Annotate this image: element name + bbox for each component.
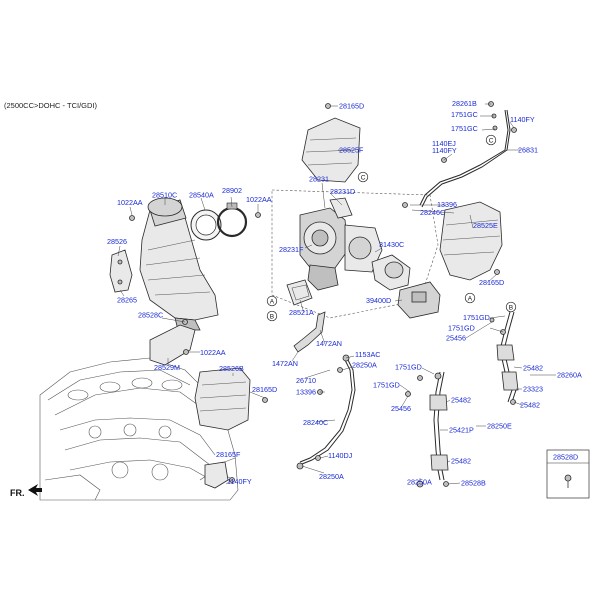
- svg-text:C: C: [489, 138, 494, 145]
- manifold-bracket-drawing: [109, 249, 133, 293]
- part-label: 1140EJ: [432, 139, 456, 148]
- bolt-icon: [129, 215, 135, 221]
- svg-text:A: A: [270, 299, 275, 306]
- part-label: 28525F: [339, 146, 364, 155]
- part-label: 1751GC: [451, 110, 478, 119]
- callout-a-right: A: [464, 292, 476, 304]
- part-label: 25421P: [449, 426, 474, 435]
- part-label: 1022AA: [200, 348, 226, 357]
- part-label: 13396: [437, 200, 457, 209]
- part-label: 1153AC: [355, 350, 380, 359]
- v-band-clamp-drawing: [216, 202, 248, 238]
- part-label: 28250A: [407, 478, 432, 487]
- part-label: 25482: [451, 457, 471, 466]
- right-heat-shield-drawing: [439, 201, 503, 281]
- part-label: 1751GD: [373, 381, 400, 390]
- part-label: 28260A: [557, 371, 582, 380]
- front-direction-arrow-icon: [28, 484, 42, 496]
- part-label: 28540A: [189, 191, 214, 200]
- callout-b-left: B: [266, 310, 278, 322]
- part-label: 25482: [523, 364, 543, 373]
- part-label: 28165D: [252, 385, 277, 394]
- upper-heat-shield-drawing: [301, 103, 361, 183]
- part-label: 1022AA: [117, 198, 143, 207]
- part-label: 28240C: [303, 418, 328, 427]
- bolt-icon: [255, 212, 261, 218]
- part-label: 28525E: [473, 221, 498, 230]
- engine-block-drawing: [39, 357, 239, 501]
- part-label: 28902: [222, 186, 242, 195]
- coolant-hose-right-drawing: [489, 311, 519, 405]
- part-label: 1140FY: [432, 146, 457, 155]
- part-label: 1751GC: [451, 124, 478, 133]
- oil-return-hose-drawing: [293, 311, 356, 470]
- part-label: 28231D: [330, 187, 355, 196]
- part-label: 25482: [451, 396, 471, 405]
- leader-lines: [117, 103, 556, 485]
- part-label: 1751GD: [395, 363, 422, 372]
- part-number-labels: 28165D 28525F 28231 28231D 28231F 28510C…: [107, 99, 582, 488]
- part-label: 25456: [391, 404, 411, 413]
- part-label: 13396: [296, 388, 316, 397]
- part-label: 39400D: [366, 296, 391, 305]
- part-label: 28165F: [216, 450, 241, 459]
- callout-c-top-right: C: [485, 134, 497, 146]
- part-label: 28165D: [339, 102, 364, 111]
- bolt-icon: [564, 474, 572, 482]
- gasket-ring-drawing: [190, 209, 222, 241]
- part-label: 23323: [523, 385, 543, 394]
- part-label: 1140FY: [227, 477, 252, 486]
- part-label: 28250A: [319, 472, 344, 481]
- callout-b-right: B: [505, 301, 517, 313]
- part-label: 28246C: [420, 208, 445, 217]
- part-label: 28250E: [487, 422, 512, 431]
- part-label: 1022AA: [246, 195, 272, 204]
- part-label: 1140DJ: [328, 451, 353, 460]
- part-label: 1751GD: [448, 324, 475, 333]
- part-label: 28261B: [452, 99, 477, 108]
- part-label: 28529M: [154, 363, 180, 372]
- callout-c-center: C: [357, 171, 369, 183]
- intake-pipe-drawing: [371, 254, 411, 291]
- legend-box-28528D: 28528D: [546, 449, 590, 499]
- svg-text:B: B: [509, 305, 513, 312]
- part-label: 26710: [296, 376, 316, 385]
- turbocharger-drawing: [299, 197, 383, 291]
- coolant-hose-center-drawing: [405, 371, 449, 488]
- part-label: 28250A: [352, 361, 377, 370]
- part-label: 28165D: [479, 278, 504, 287]
- part-label: 26831: [518, 146, 538, 155]
- part-label: 25482: [520, 401, 540, 410]
- part-label: 31430C: [379, 240, 404, 249]
- part-label: 28521A: [289, 308, 314, 317]
- svg-text:C: C: [361, 175, 366, 182]
- engine-spec-header: (2500CC>DOHC - TCI/GDI): [4, 101, 98, 110]
- part-label: 1472AN: [316, 339, 342, 348]
- turbo-gasket-plate-drawing: [286, 279, 313, 306]
- electric-actuator-drawing: [397, 281, 441, 319]
- svg-text:B: B: [270, 314, 274, 321]
- part-label: 1472AN: [272, 359, 298, 368]
- part-label: 28528B: [461, 479, 486, 488]
- svg-text:A: A: [468, 296, 473, 303]
- lower-heat-shield-drawing: [194, 367, 268, 431]
- part-label: 1140FY: [510, 115, 535, 124]
- part-label: 28265: [117, 296, 137, 305]
- part-label: 28231: [309, 175, 329, 184]
- part-label: 28528C: [138, 311, 163, 320]
- legend-box-title: 28528D: [553, 453, 578, 462]
- front-direction-label: FR.: [10, 488, 25, 498]
- part-label: 28526: [107, 237, 127, 246]
- part-label: 28231F: [279, 245, 304, 254]
- part-label: 28510C: [152, 191, 177, 200]
- oil-feed-line-drawing: [402, 101, 517, 208]
- part-label: 28526B: [219, 364, 244, 373]
- part-label: 1751GD: [463, 313, 490, 322]
- callout-a-left: A: [266, 295, 278, 307]
- part-label: 25456: [446, 334, 466, 343]
